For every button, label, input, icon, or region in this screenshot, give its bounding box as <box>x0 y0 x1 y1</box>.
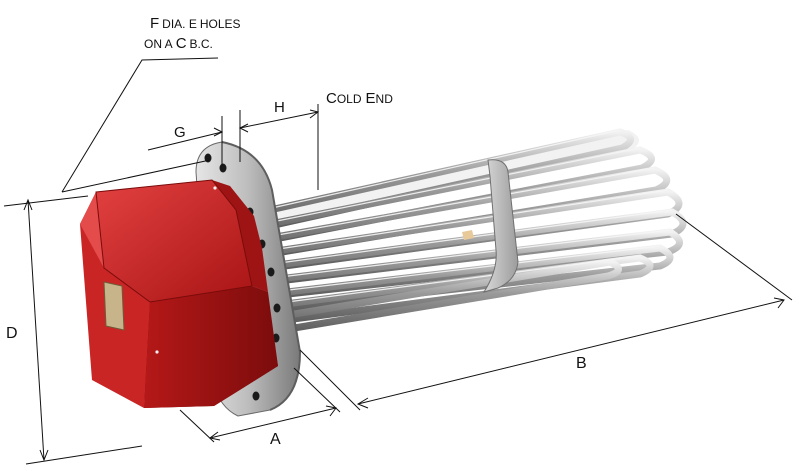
sheath-marker <box>462 230 474 240</box>
terminal-enclosure <box>80 179 278 408</box>
label-g: G <box>174 124 186 141</box>
f-leader-line <box>61 57 219 193</box>
tube-bundle <box>266 128 687 336</box>
label-a: A <box>270 431 281 448</box>
label-d: D <box>6 325 18 342</box>
support-band <box>482 159 519 293</box>
label-b: B <box>576 355 587 372</box>
dimension-lines <box>3 57 793 465</box>
f-extension-line <box>61 159 211 193</box>
nameplate <box>103 281 125 331</box>
label-h: H <box>274 99 285 116</box>
